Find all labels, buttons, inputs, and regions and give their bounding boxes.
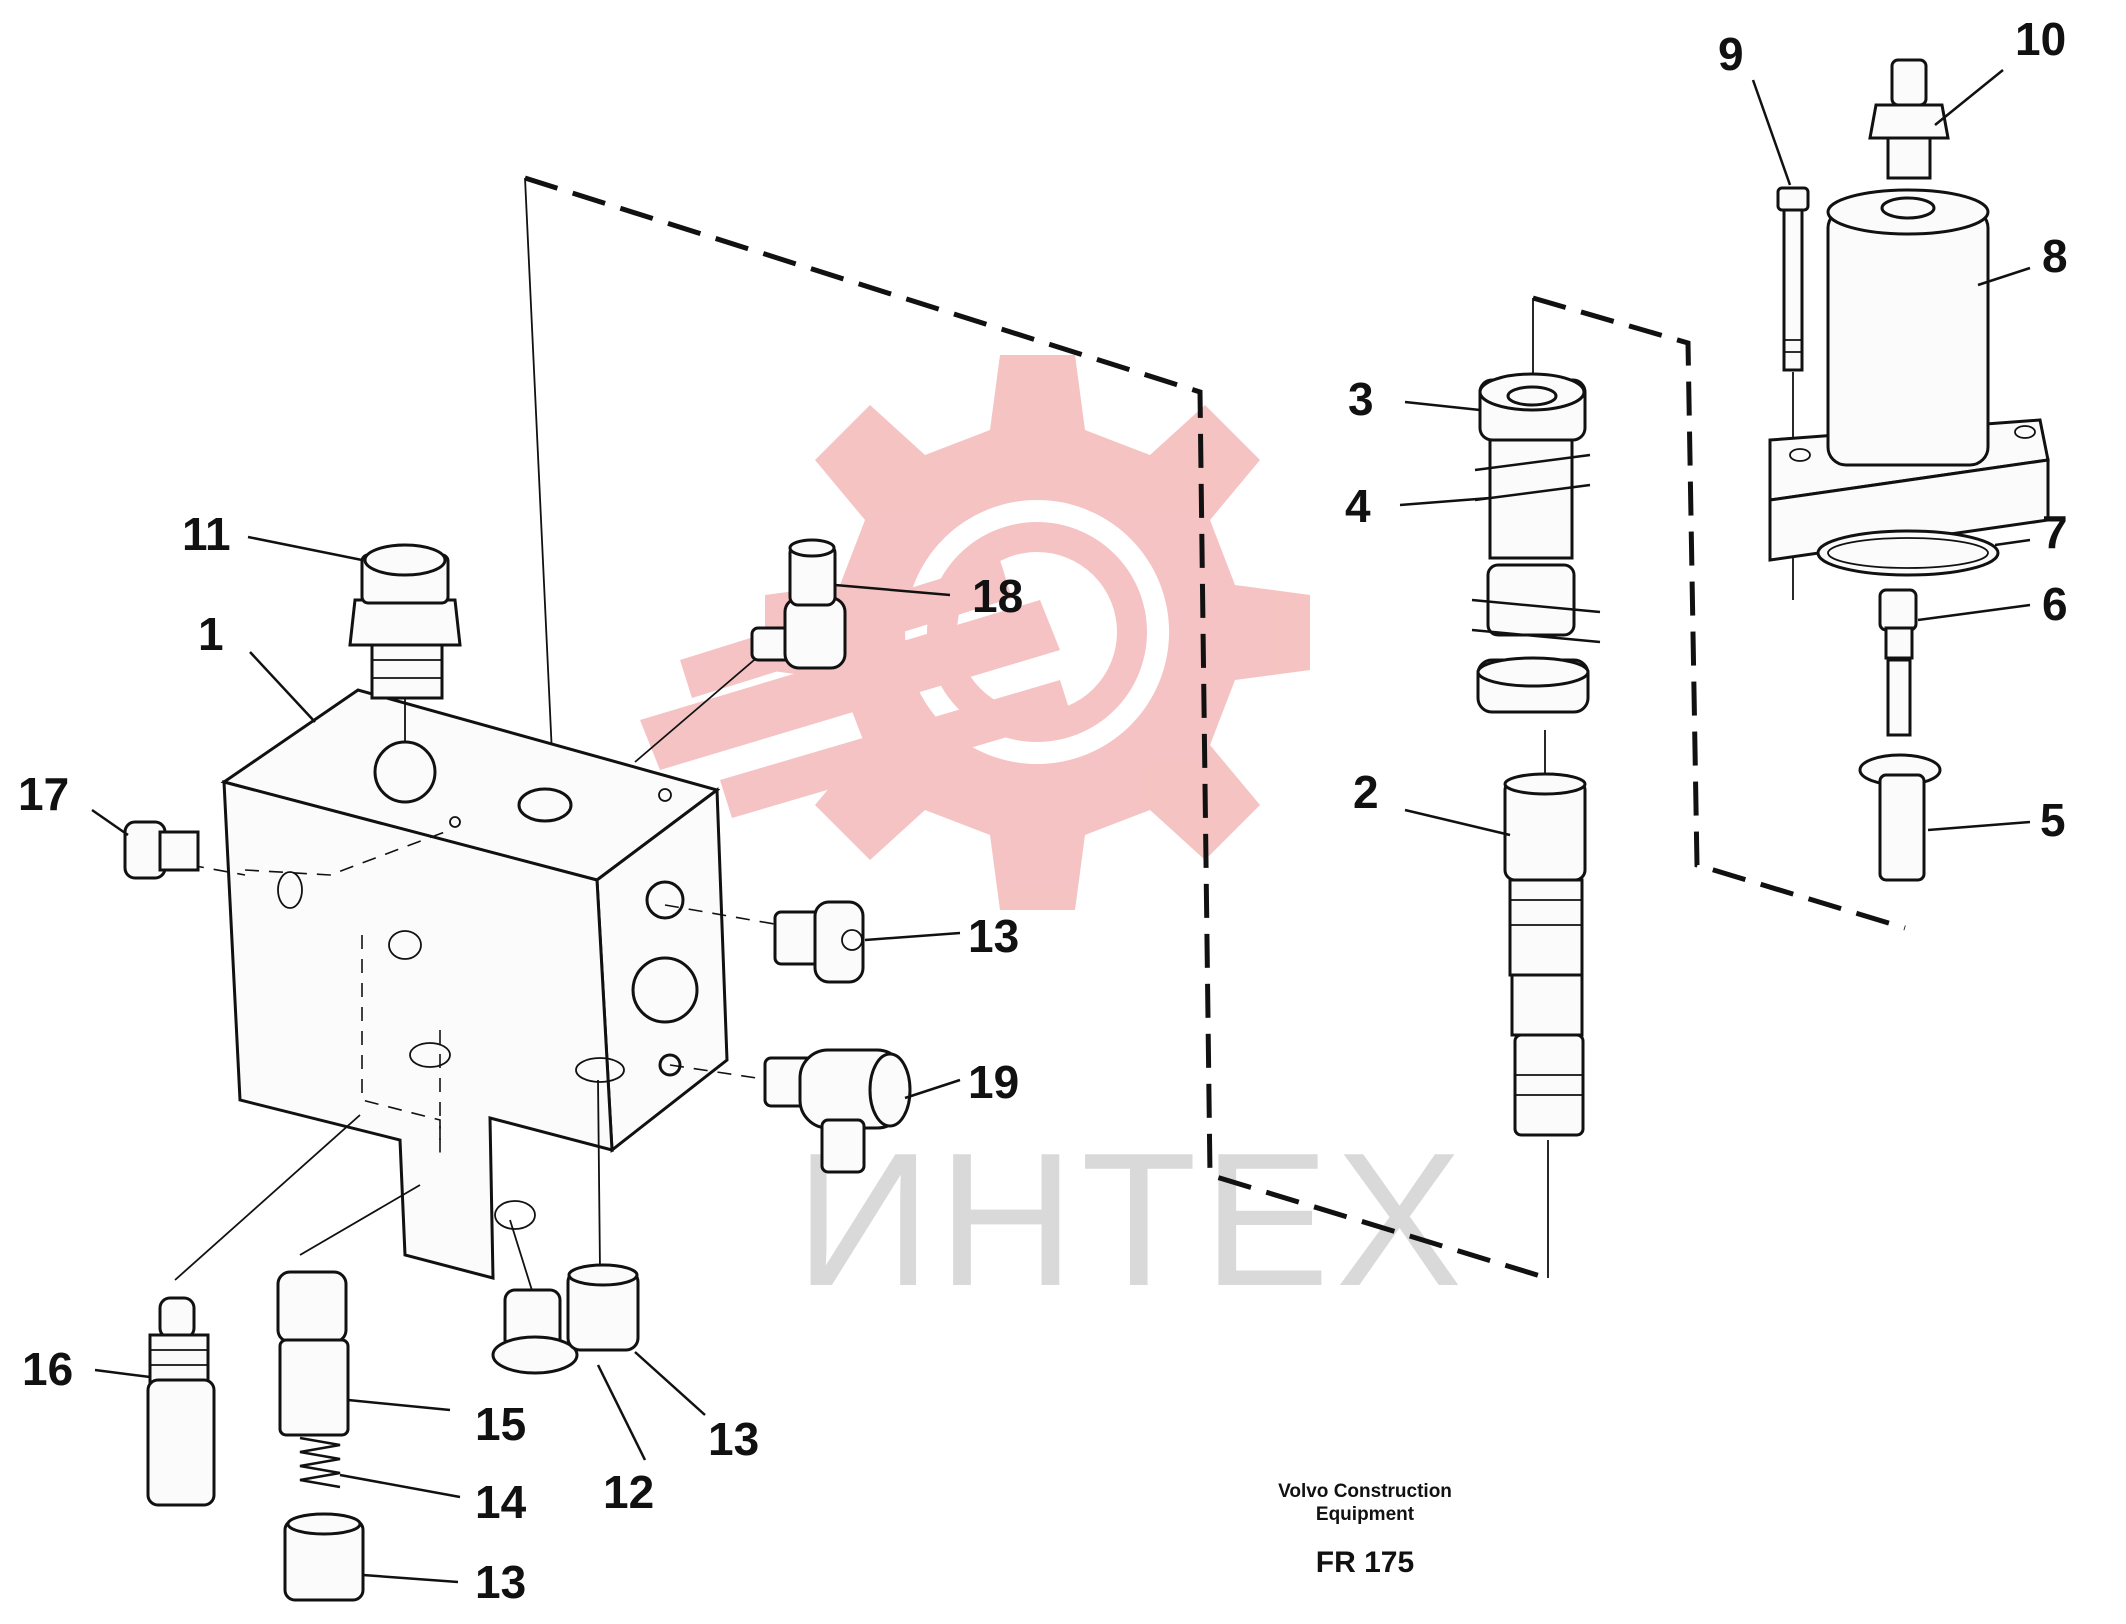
piston-15 xyxy=(276,1184,421,1437)
sleeve-5 xyxy=(1858,753,1942,882)
spring-4 xyxy=(1471,438,1601,714)
watermark-gear-icon xyxy=(640,355,1310,910)
callout-8: 8 xyxy=(2042,230,2068,282)
pin-6 xyxy=(1878,588,1918,737)
footer-caption: Volvo Construction Equipment FR 175 xyxy=(1278,1481,1452,1579)
bolt-9 xyxy=(1776,186,1810,600)
plug-13-right xyxy=(664,900,865,984)
assembly-dashed-lines xyxy=(524,175,1906,1281)
callout-1: 1 xyxy=(198,608,224,660)
callout-5: 5 xyxy=(2040,794,2066,846)
fitting-10 xyxy=(1868,58,1950,180)
callout-13-bottom-left: 13 xyxy=(475,1556,526,1608)
cartridge-16 xyxy=(146,1114,361,1507)
spool-2 xyxy=(1503,772,1587,1137)
banjo-fitting-19 xyxy=(669,1048,912,1174)
callout-11: 11 xyxy=(182,508,231,560)
plug-17 xyxy=(123,820,246,880)
elbow-fitting-18 xyxy=(634,538,847,763)
callout-12: 12 xyxy=(603,1466,654,1518)
maker-line-2: Equipment xyxy=(1316,1504,1415,1525)
callout-6: 6 xyxy=(2042,578,2068,630)
callout-labels: 1 2 3 4 5 6 7 8 9 10 11 12 13 13 13 14 1… xyxy=(18,13,2068,1608)
plug-13-bottom-left xyxy=(283,1512,365,1602)
housing-8 xyxy=(1768,188,2050,562)
o-ring-7 xyxy=(1816,529,2000,577)
fitting-11 xyxy=(348,543,462,742)
callout-19: 19 xyxy=(968,1056,1019,1108)
callout-3: 3 xyxy=(1348,373,1374,425)
watermark: ИНТЕХ xyxy=(640,355,1468,1326)
callout-13-bottom-right: 13 xyxy=(708,1413,759,1465)
callout-10: 10 xyxy=(2015,13,2066,65)
spring-14 xyxy=(299,1436,341,1489)
callout-16: 16 xyxy=(22,1343,73,1395)
callout-9: 9 xyxy=(1718,28,1744,80)
valve-seat-3 xyxy=(1478,372,1587,442)
callout-2: 2 xyxy=(1353,766,1379,818)
callout-15: 15 xyxy=(475,1398,526,1450)
plug-13-bottom-right xyxy=(566,1079,640,1352)
callout-7: 7 xyxy=(2042,506,2068,558)
drawing-code: FR 175 xyxy=(1316,1546,1414,1579)
leader-lines xyxy=(91,69,2031,1584)
callout-18: 18 xyxy=(972,570,1023,622)
callout-13-right: 13 xyxy=(968,910,1019,962)
maker-line-1: Volvo Construction xyxy=(1278,1481,1452,1502)
watermark-text: ИНТЕХ xyxy=(795,1114,1468,1326)
callout-14: 14 xyxy=(475,1476,527,1528)
callout-4: 4 xyxy=(1345,480,1371,532)
plug-12 xyxy=(491,1219,579,1375)
callout-17: 17 xyxy=(18,768,69,820)
valve-block xyxy=(220,688,729,1280)
